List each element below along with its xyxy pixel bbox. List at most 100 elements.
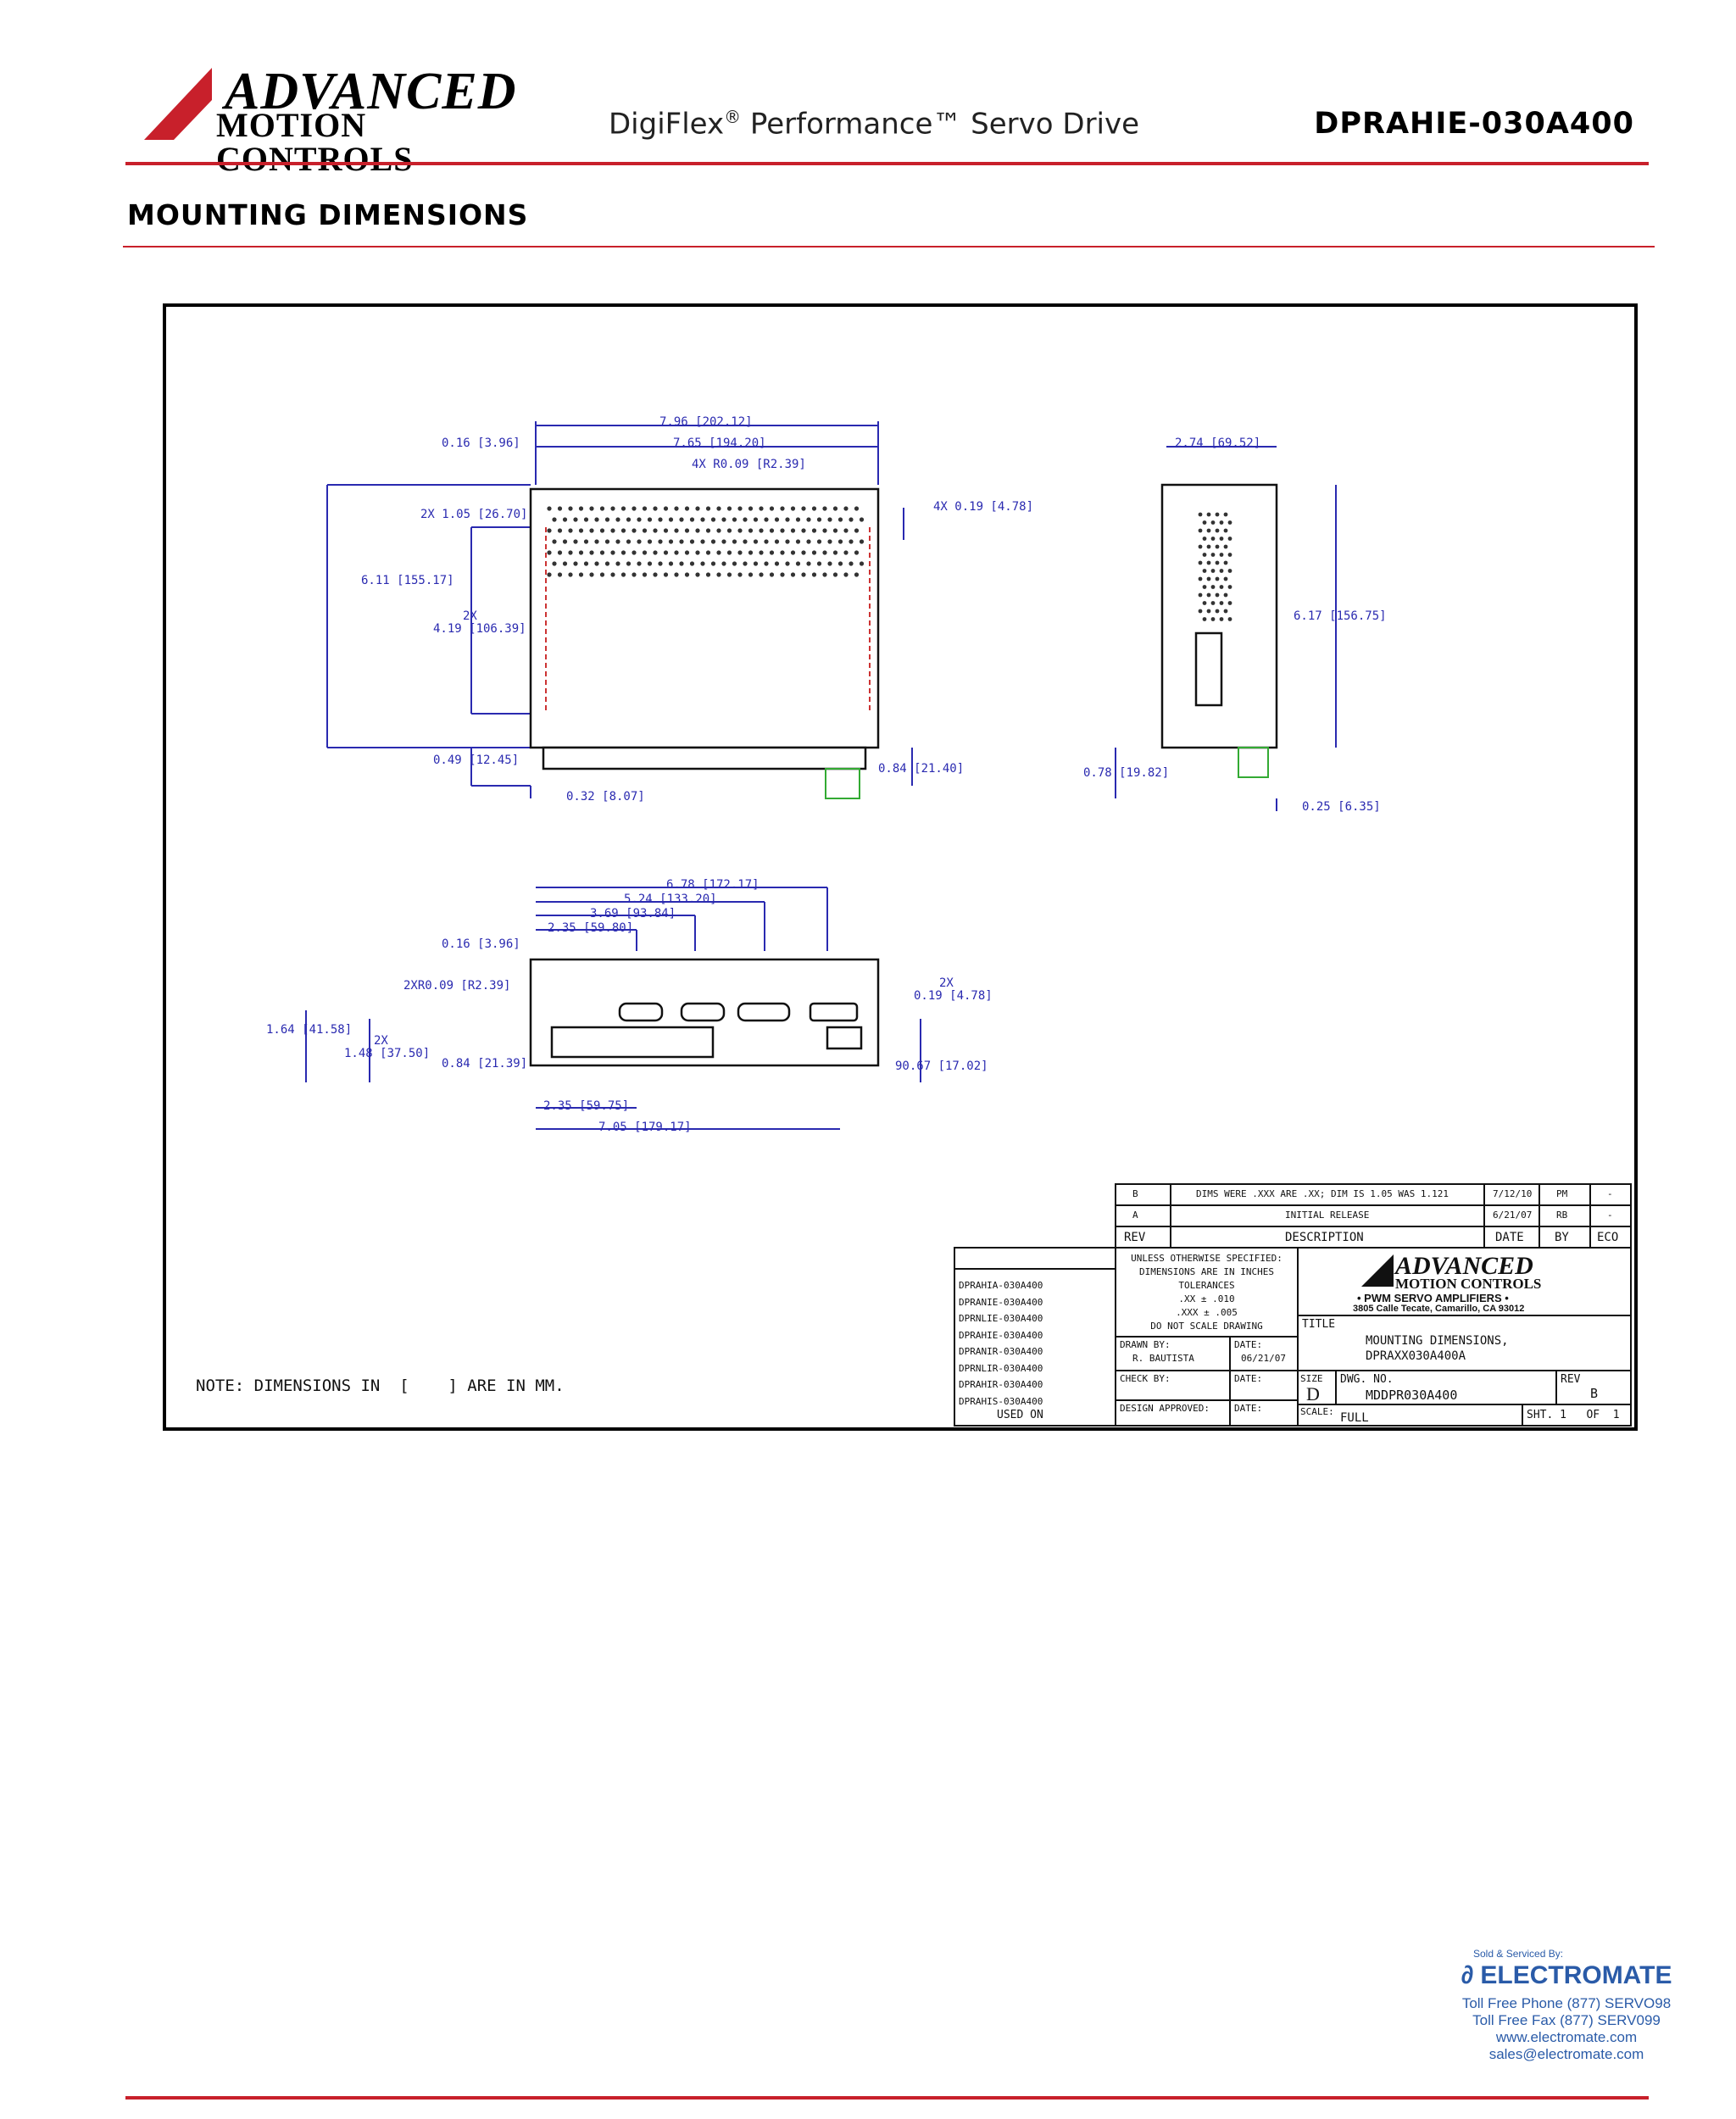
- model-number: DPRAHIE-030A400: [1314, 107, 1634, 141]
- vent-hole: [573, 561, 578, 566]
- vent-hole: [1198, 560, 1203, 565]
- vent-hole: [689, 539, 695, 544]
- vent-hole: [753, 539, 759, 544]
- vent-hole: [1219, 601, 1224, 605]
- scale-label: SCALE:: [1300, 1406, 1334, 1417]
- vent-hole: [578, 528, 584, 533]
- vent-hole: [610, 506, 615, 511]
- company-logo-word2: MOTION CONTROLS: [1395, 1276, 1542, 1292]
- vent-hole: [599, 550, 605, 555]
- vent-hole: [710, 517, 716, 522]
- vent-hole: [1202, 537, 1207, 541]
- dim-bottom-left: 0.32 [8.07]: [566, 790, 645, 804]
- vent-hole: [721, 561, 726, 566]
- vent-hole: [837, 539, 843, 544]
- vent-hole: [774, 517, 780, 522]
- vent-hole: [1227, 520, 1232, 525]
- vent-hole: [668, 539, 674, 544]
- front-dim-369: 3.69 [93.84]: [590, 907, 676, 920]
- vent-hole: [790, 550, 796, 555]
- vent-hole: [843, 550, 849, 555]
- company-address: 3805 Calle Tecate, Camarillo, CA 93012: [1353, 1304, 1525, 1314]
- vent-hole: [684, 528, 690, 533]
- product-line: DigiFlex® Performance™ Servo Drive: [609, 107, 1140, 142]
- vent-hole: [663, 550, 669, 555]
- vent-hole: [610, 528, 615, 533]
- front-dim-164: 1.64 [41.58]: [266, 1023, 353, 1037]
- rev-a-date: 6/21/07: [1493, 1210, 1533, 1221]
- vent-hole: [589, 572, 594, 577]
- vent-hole: [780, 506, 785, 511]
- size-value: D: [1306, 1383, 1320, 1404]
- vent-hole: [620, 572, 626, 577]
- vent-hole: [854, 506, 860, 511]
- title-line2: DPRAXX030A400A: [1366, 1349, 1466, 1363]
- company-logo: ADVANCED MOTION CONTROLS: [144, 64, 559, 176]
- vent-hole: [822, 572, 827, 577]
- vent-hole: [849, 539, 854, 544]
- vent-hole: [726, 528, 732, 533]
- vent-hole: [1202, 601, 1207, 605]
- dim-slot-width: 4X 0.19 [4.78]: [933, 500, 1034, 514]
- front-dim-084: 0.84 [21.39]: [442, 1057, 528, 1071]
- email-link[interactable]: sales@electromate.com: [1488, 2046, 1644, 2062]
- used-on-item: DPRAHIA-030A400: [959, 1280, 1043, 1291]
- used-on-item: DPRNLIE-030A400: [959, 1313, 1043, 1324]
- vent-hole: [653, 528, 658, 533]
- vent-hole: [837, 561, 843, 566]
- vent-hole: [732, 561, 737, 566]
- vent-hole: [647, 561, 653, 566]
- sheet-number: SHT. 1 OF 1: [1527, 1409, 1620, 1421]
- distributor-block: Sold & Serviced By: ∂ELECTROMATE Toll Fr…: [1456, 1948, 1677, 2063]
- vent-hole: [769, 550, 775, 555]
- front-dim-524: 5.24 [133.20]: [624, 893, 717, 906]
- rev-b-by: PM: [1556, 1188, 1568, 1199]
- vent-hole: [710, 561, 716, 566]
- vent-hole: [632, 572, 637, 577]
- vent-hole: [583, 539, 589, 544]
- vent-hole: [599, 528, 605, 533]
- vent-hole: [658, 539, 663, 544]
- vent-hole: [790, 506, 796, 511]
- website-link[interactable]: www.electromate.com: [1495, 2029, 1638, 2045]
- vent-hole: [589, 506, 594, 511]
- vent-hole: [1215, 560, 1220, 565]
- vent-hole: [626, 561, 632, 566]
- company-logo-word1: ADVANCED: [1395, 1252, 1533, 1280]
- used-on-item: DPRNLIR-030A400: [959, 1362, 1043, 1374]
- rev-b-eco: -: [1607, 1188, 1613, 1199]
- vent-hole: [604, 517, 610, 522]
- vent-hole: [737, 550, 743, 555]
- dimension-note: NOTE: DIMENSIONS IN [ ] ARE IN MM.: [196, 1377, 565, 1395]
- vent-hole: [726, 506, 732, 511]
- vent-hole: [594, 517, 599, 522]
- rev-b-desc: DIMS WERE .XXX ARE .XX; DIM IS 1.05 WAS …: [1196, 1188, 1449, 1199]
- footer-rule: [125, 2096, 1649, 2100]
- vent-hole: [822, 528, 827, 533]
- vent-hole: [599, 506, 605, 511]
- drawn-by: R. BAUTISTA: [1132, 1353, 1194, 1364]
- vent-hole: [658, 517, 663, 522]
- vent-hole: [674, 506, 679, 511]
- vent-hole: [811, 528, 817, 533]
- vent-hole: [764, 539, 769, 544]
- vent-hole: [801, 506, 806, 511]
- vent-hole: [700, 517, 705, 522]
- vent-hole: [753, 561, 759, 566]
- check-by-label: CHECK BY:: [1120, 1373, 1171, 1384]
- size-label: SIZE: [1300, 1373, 1323, 1384]
- vent-hole: [653, 506, 658, 511]
- vent-hole: [568, 550, 573, 555]
- vent-hole: [780, 572, 785, 577]
- vent-hole: [1198, 609, 1203, 614]
- check-date-label: DATE:: [1234, 1373, 1263, 1384]
- vent-hole: [753, 517, 759, 522]
- front-dim-235: 2.35 [59.80]: [548, 921, 634, 935]
- vent-hole: [785, 539, 790, 544]
- vent-hole: [557, 550, 563, 555]
- vent-hole: [552, 517, 557, 522]
- vent-hole: [1227, 569, 1232, 573]
- dim-height: 6.11 [155.17]: [361, 574, 454, 587]
- vent-hole: [1223, 560, 1228, 565]
- rev-header-date: DATE: [1495, 1231, 1524, 1244]
